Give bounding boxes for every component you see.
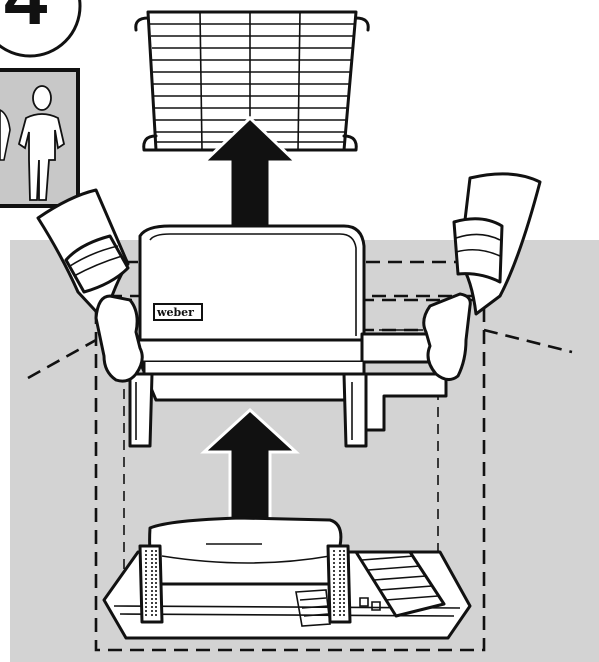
hand-left	[36, 188, 144, 383]
brand-label: weber	[156, 306, 194, 319]
brand-plate	[153, 303, 203, 321]
dashed-frame-outer	[94, 298, 486, 652]
lift-arrow-upper	[200, 115, 300, 230]
grill-body: weber	[128, 224, 448, 448]
hand-right	[422, 172, 542, 381]
cooking-grate	[134, 10, 370, 152]
two-person-lift-icon	[0, 68, 80, 208]
step-number: 4	[4, 0, 47, 41]
step-badge: 4	[0, 0, 82, 58]
packaging-base	[102, 516, 472, 640]
